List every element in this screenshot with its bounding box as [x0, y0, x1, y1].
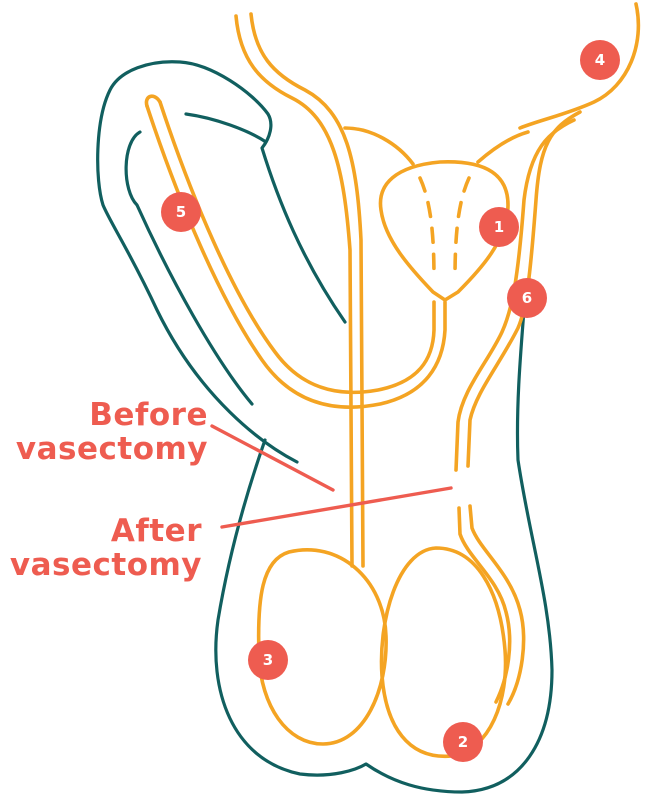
before-label-line-2: vasectomy — [8, 432, 208, 466]
bladder-top-right — [478, 132, 528, 162]
after-pointer-line — [222, 488, 451, 527]
after-label-line-2: vasectomy — [4, 548, 202, 582]
marker-6-number: 6 — [522, 289, 532, 307]
marker-2-epididymis: 2 — [443, 722, 483, 762]
vas-lower-inner — [459, 508, 510, 702]
before-vasectomy-label: Before vasectomy — [8, 398, 208, 466]
urethra-tip — [146, 96, 160, 106]
after-vasectomy-label: After vasectomy — [4, 514, 202, 582]
marker-2-number: 2 — [458, 733, 468, 751]
marker-3-number: 3 — [263, 651, 273, 669]
marker-5-number: 5 — [176, 203, 186, 221]
before-label-line-1: Before — [8, 398, 208, 432]
marker-1-bladder: 1 — [479, 207, 519, 247]
cord-inner — [251, 14, 363, 566]
upper-fold — [186, 114, 266, 142]
marker-4-number: 4 — [595, 51, 605, 69]
scrotum-outline — [216, 310, 552, 792]
marker-4-abdominal-wall: 4 — [580, 40, 620, 80]
ureter-right-dash — [455, 178, 469, 278]
bladder-top-left — [345, 128, 413, 164]
marker-5-urethra: 5 — [161, 192, 201, 232]
marker-3-testicle: 3 — [248, 640, 288, 680]
testicle-right — [381, 548, 505, 756]
marker-6-vas-deferens: 6 — [507, 278, 547, 318]
marker-1-number: 1 — [494, 218, 504, 236]
before-pointer-line — [212, 426, 333, 490]
after-label-line-1: After — [4, 514, 202, 548]
tubes — [146, 4, 638, 756]
ureter-left-dash — [420, 178, 434, 278]
abdominal-wall — [520, 4, 638, 128]
